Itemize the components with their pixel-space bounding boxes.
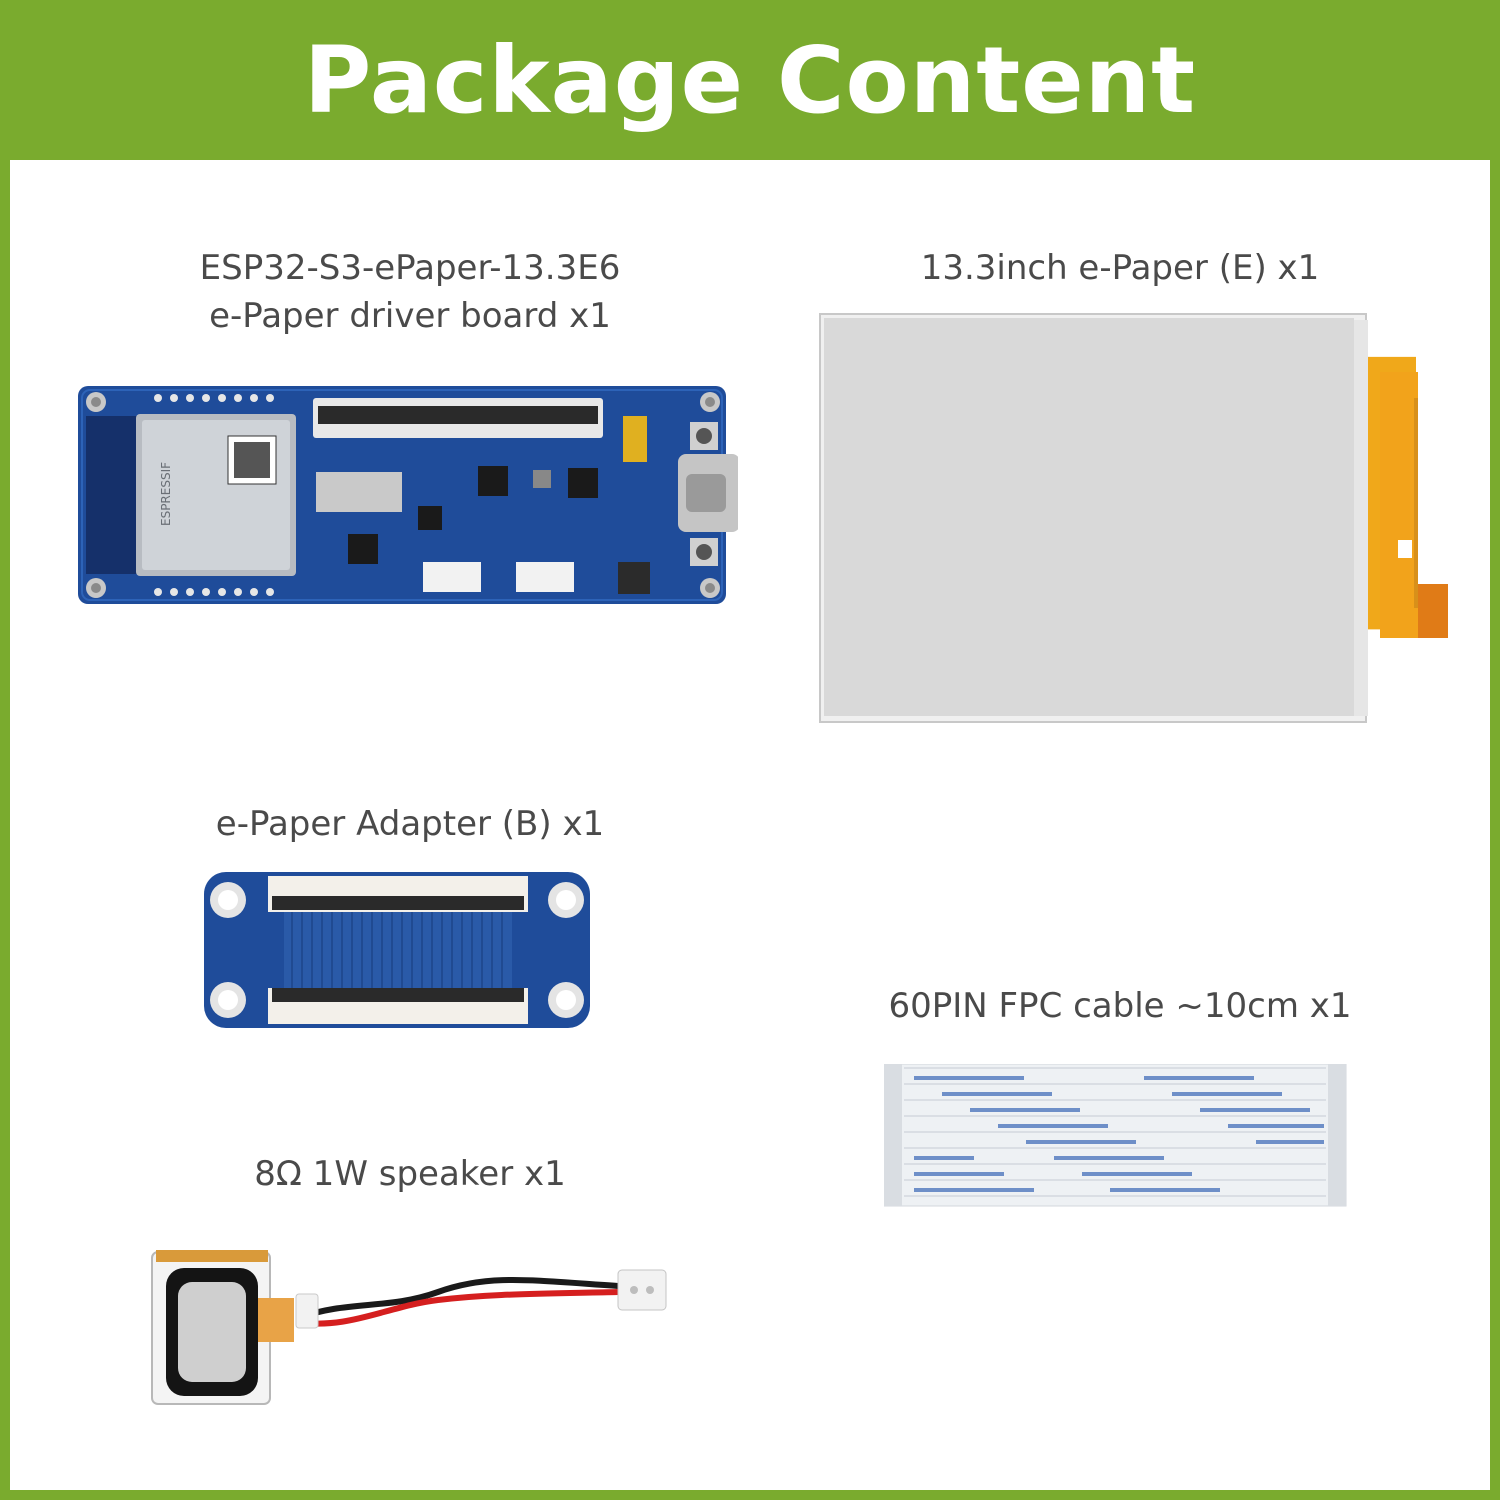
- fpc-cable-label: 60PIN FPC cable ~10cm x1: [888, 986, 1352, 1026]
- fpc-cable-image: [884, 1064, 1347, 1207]
- driver-board-label-line1: ESP32-S3-ePaper-13.3E6: [199, 248, 621, 288]
- epaper-display-image: [819, 313, 1448, 723]
- content-panel: ESP32-S3-ePaper-13.3E6 e-Paper driver bo…: [10, 160, 1490, 1490]
- driver-board-image: ESPRESSIF: [78, 386, 738, 604]
- page-title: Package Content: [303, 26, 1197, 134]
- driver-board-label-line2: e-Paper driver board x1: [209, 296, 611, 336]
- svg-text:ESPRESSIF: ESPRESSIF: [159, 462, 173, 526]
- driver-board-label: ESP32-S3-ePaper-13.3E6 e-Paper driver bo…: [130, 244, 690, 340]
- speaker-label: 8Ω 1W speaker x1: [254, 1154, 566, 1194]
- adapter-board-label: e-Paper Adapter (B) x1: [215, 804, 605, 844]
- speaker-image: [151, 1250, 667, 1405]
- epaper-display-label: 13.3inch e-Paper (E) x1: [920, 248, 1320, 288]
- adapter-board-image: [204, 872, 590, 1028]
